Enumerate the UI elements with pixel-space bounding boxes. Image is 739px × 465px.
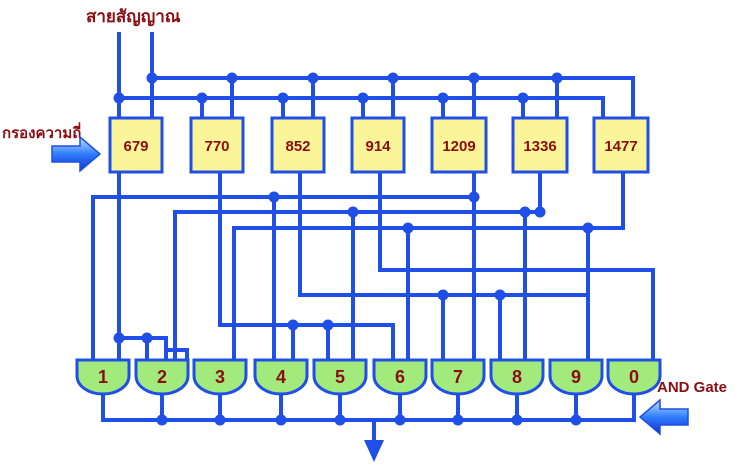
filter-770: 770 (189, 116, 245, 174)
filter-679-label: 679 (123, 138, 148, 155)
filter-1209-label: 1209 (442, 138, 475, 155)
matrix-wires (91, 170, 655, 362)
and-gate-arrow-icon (638, 398, 689, 436)
filter-1336: 1336 (511, 116, 569, 174)
filter-1209: 1209 (430, 116, 488, 174)
and-gate-9: 9 (548, 358, 604, 396)
filter-852-label: 852 (285, 138, 310, 155)
output-junctions (156, 414, 582, 426)
filter-1336-label: 1336 (523, 138, 556, 155)
filter-852: 852 (270, 116, 326, 174)
and-gate-9-label: 9 (571, 367, 581, 387)
input-arrow-icon (51, 135, 102, 173)
and-gate-label: AND Gate (657, 379, 727, 396)
and-gate-1: 1 (75, 358, 131, 396)
and-gate-1-label: 1 (98, 367, 108, 387)
and-gate-7: 7 (430, 358, 486, 396)
and-gate-5-label: 5 (335, 367, 345, 387)
and-gate-0-label: 0 (629, 367, 639, 387)
and-gate-4-label: 4 (276, 367, 286, 387)
signal-line-label: สายสัญญาณ (86, 7, 181, 27)
and-gate-6: 6 (372, 358, 428, 396)
signal-junctions (113, 72, 563, 104)
and-gate-4: 4 (253, 358, 309, 396)
filter-914-label: 914 (365, 138, 391, 155)
filter-label: กรองความถี่ (2, 122, 81, 142)
and-gate-3: 3 (192, 358, 248, 396)
and-gate-2-label: 2 (157, 367, 167, 387)
and-gate-5: 5 (312, 358, 368, 396)
filter-679: 679 (108, 116, 164, 174)
output-bus (101, 392, 636, 462)
filter-914: 914 (350, 116, 406, 174)
filter-770-label: 770 (204, 138, 229, 155)
and-gate-2: 2 (134, 358, 190, 396)
filter-1477: 1477 (592, 116, 650, 174)
and-gate-0: 0 (606, 358, 662, 396)
and-gate-6-label: 6 (395, 367, 405, 387)
and-gate-3-label: 3 (215, 367, 225, 387)
output-arrow-icon (364, 440, 384, 462)
and-gate-8: 8 (489, 358, 545, 396)
matrix-junctions (113, 191, 594, 344)
and-gate-8-label: 8 (512, 367, 522, 387)
filter-1477-label: 1477 (604, 138, 637, 155)
and-gate-7-label: 7 (453, 367, 463, 387)
